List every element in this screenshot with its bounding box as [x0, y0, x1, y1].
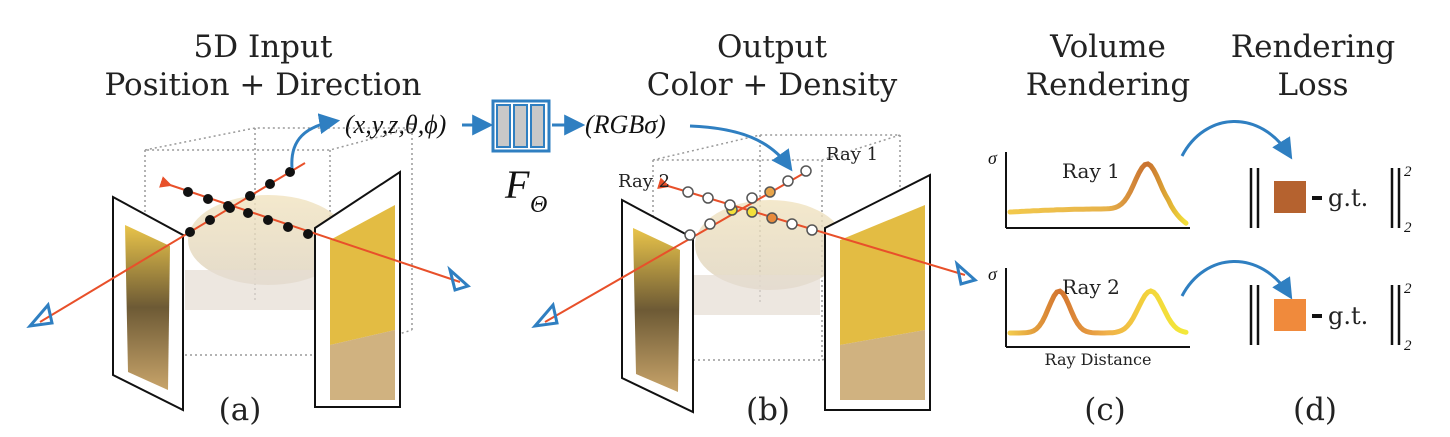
- heading-b-line1: Output: [717, 29, 828, 65]
- heading-c-line2: Rendering: [1026, 67, 1190, 103]
- image-ground-a-right: [330, 330, 395, 400]
- ray-1-label-b: Ray 1: [826, 144, 878, 165]
- ray-1-a: [158, 176, 461, 283]
- scene-ground-b: [690, 275, 820, 315]
- loss-subscript-ray1: 2: [1404, 220, 1412, 236]
- panel-label-b: (b): [746, 392, 790, 428]
- gt-label-ray1: g.t.: [1328, 184, 1368, 212]
- scene-bulldozer-a: [188, 195, 348, 285]
- predicted-color-swatch-ray2: [1274, 299, 1306, 331]
- panel-label-d: (d): [1293, 392, 1337, 428]
- input-coordinates-label: (x,y,z,θ,ϕ): [345, 110, 446, 139]
- loss-exponent-ray1: 2: [1404, 164, 1412, 180]
- scene-bulldozer-b: [695, 200, 845, 290]
- scene-ground-a: [185, 270, 325, 310]
- image-content-a-left: [125, 225, 170, 390]
- ray-2-b: [544, 171, 807, 323]
- plot2-x-axis-label: Ray Distance: [1045, 350, 1152, 369]
- sample-to-network-arrow: [290, 113, 341, 169]
- plot2-title: Ray 2: [1062, 275, 1120, 299]
- plot2-y-axis-symbol: σ: [988, 264, 998, 284]
- density-plot-ray2: σ Ray 2 Ray Distance: [988, 264, 1190, 369]
- loss-exponent-ray2: 2: [1404, 281, 1412, 297]
- loss-arrow-ray1: [1180, 120, 1293, 160]
- heading-d-line1: Rendering: [1231, 29, 1395, 65]
- heading-a-line1: 5D Input: [194, 29, 333, 65]
- image-content-b-left: [633, 228, 680, 392]
- gt-label-ray2: g.t.: [1328, 302, 1368, 330]
- panel-label-a: (a): [219, 392, 262, 428]
- sample-points-b: [682, 165, 818, 241]
- output-to-scene-arrow: [689, 124, 793, 172]
- plot1-title: Ray 1: [1062, 159, 1120, 183]
- output-rgb-sigma-label: (RGBσ): [585, 110, 666, 139]
- panel-b-scene: Ray 2 Ray 1: [531, 124, 979, 414]
- sample-points-a: [183, 167, 313, 239]
- image-ground-b-right: [840, 330, 925, 400]
- camera-2-b: [531, 301, 559, 329]
- plot1-density-curve: [1007, 161, 1189, 226]
- camera-1-b: [954, 259, 979, 286]
- image-content-b-right: [840, 205, 925, 345]
- ray-2-a: [39, 162, 306, 323]
- loss-term-ray2: g.t. 2 2: [1249, 281, 1412, 354]
- plot2-density-curve: [1007, 288, 1189, 336]
- plot1-y-axis-symbol: σ: [988, 148, 998, 168]
- mlp-network-icon: [491, 99, 551, 153]
- loss-arrow-ray2: [1180, 260, 1293, 300]
- predicted-color-swatch-ray1: [1274, 181, 1306, 213]
- network-function-name: F: [504, 162, 530, 207]
- heading-a-line2: Position + Direction: [104, 67, 421, 103]
- density-plot-ray1: σ Ray 1: [988, 148, 1190, 229]
- loss-subscript-ray2: 2: [1404, 338, 1412, 354]
- panel-label-c: (c): [1084, 392, 1126, 428]
- image-content-a-right: [330, 205, 395, 345]
- loss-term-ray1: g.t. 2 2: [1249, 164, 1412, 236]
- heading-c-line1: Volume: [1049, 29, 1166, 65]
- camera-1-a: [447, 265, 471, 292]
- heading-d-line2: Loss: [1277, 67, 1348, 103]
- heading-b-line2: Color + Density: [647, 67, 898, 103]
- panel-a-scene: [26, 113, 471, 412]
- camera-2-a: [26, 301, 54, 329]
- ray-2-label-b: Ray 2: [618, 171, 670, 192]
- network-function-subscript: Θ: [530, 192, 547, 218]
